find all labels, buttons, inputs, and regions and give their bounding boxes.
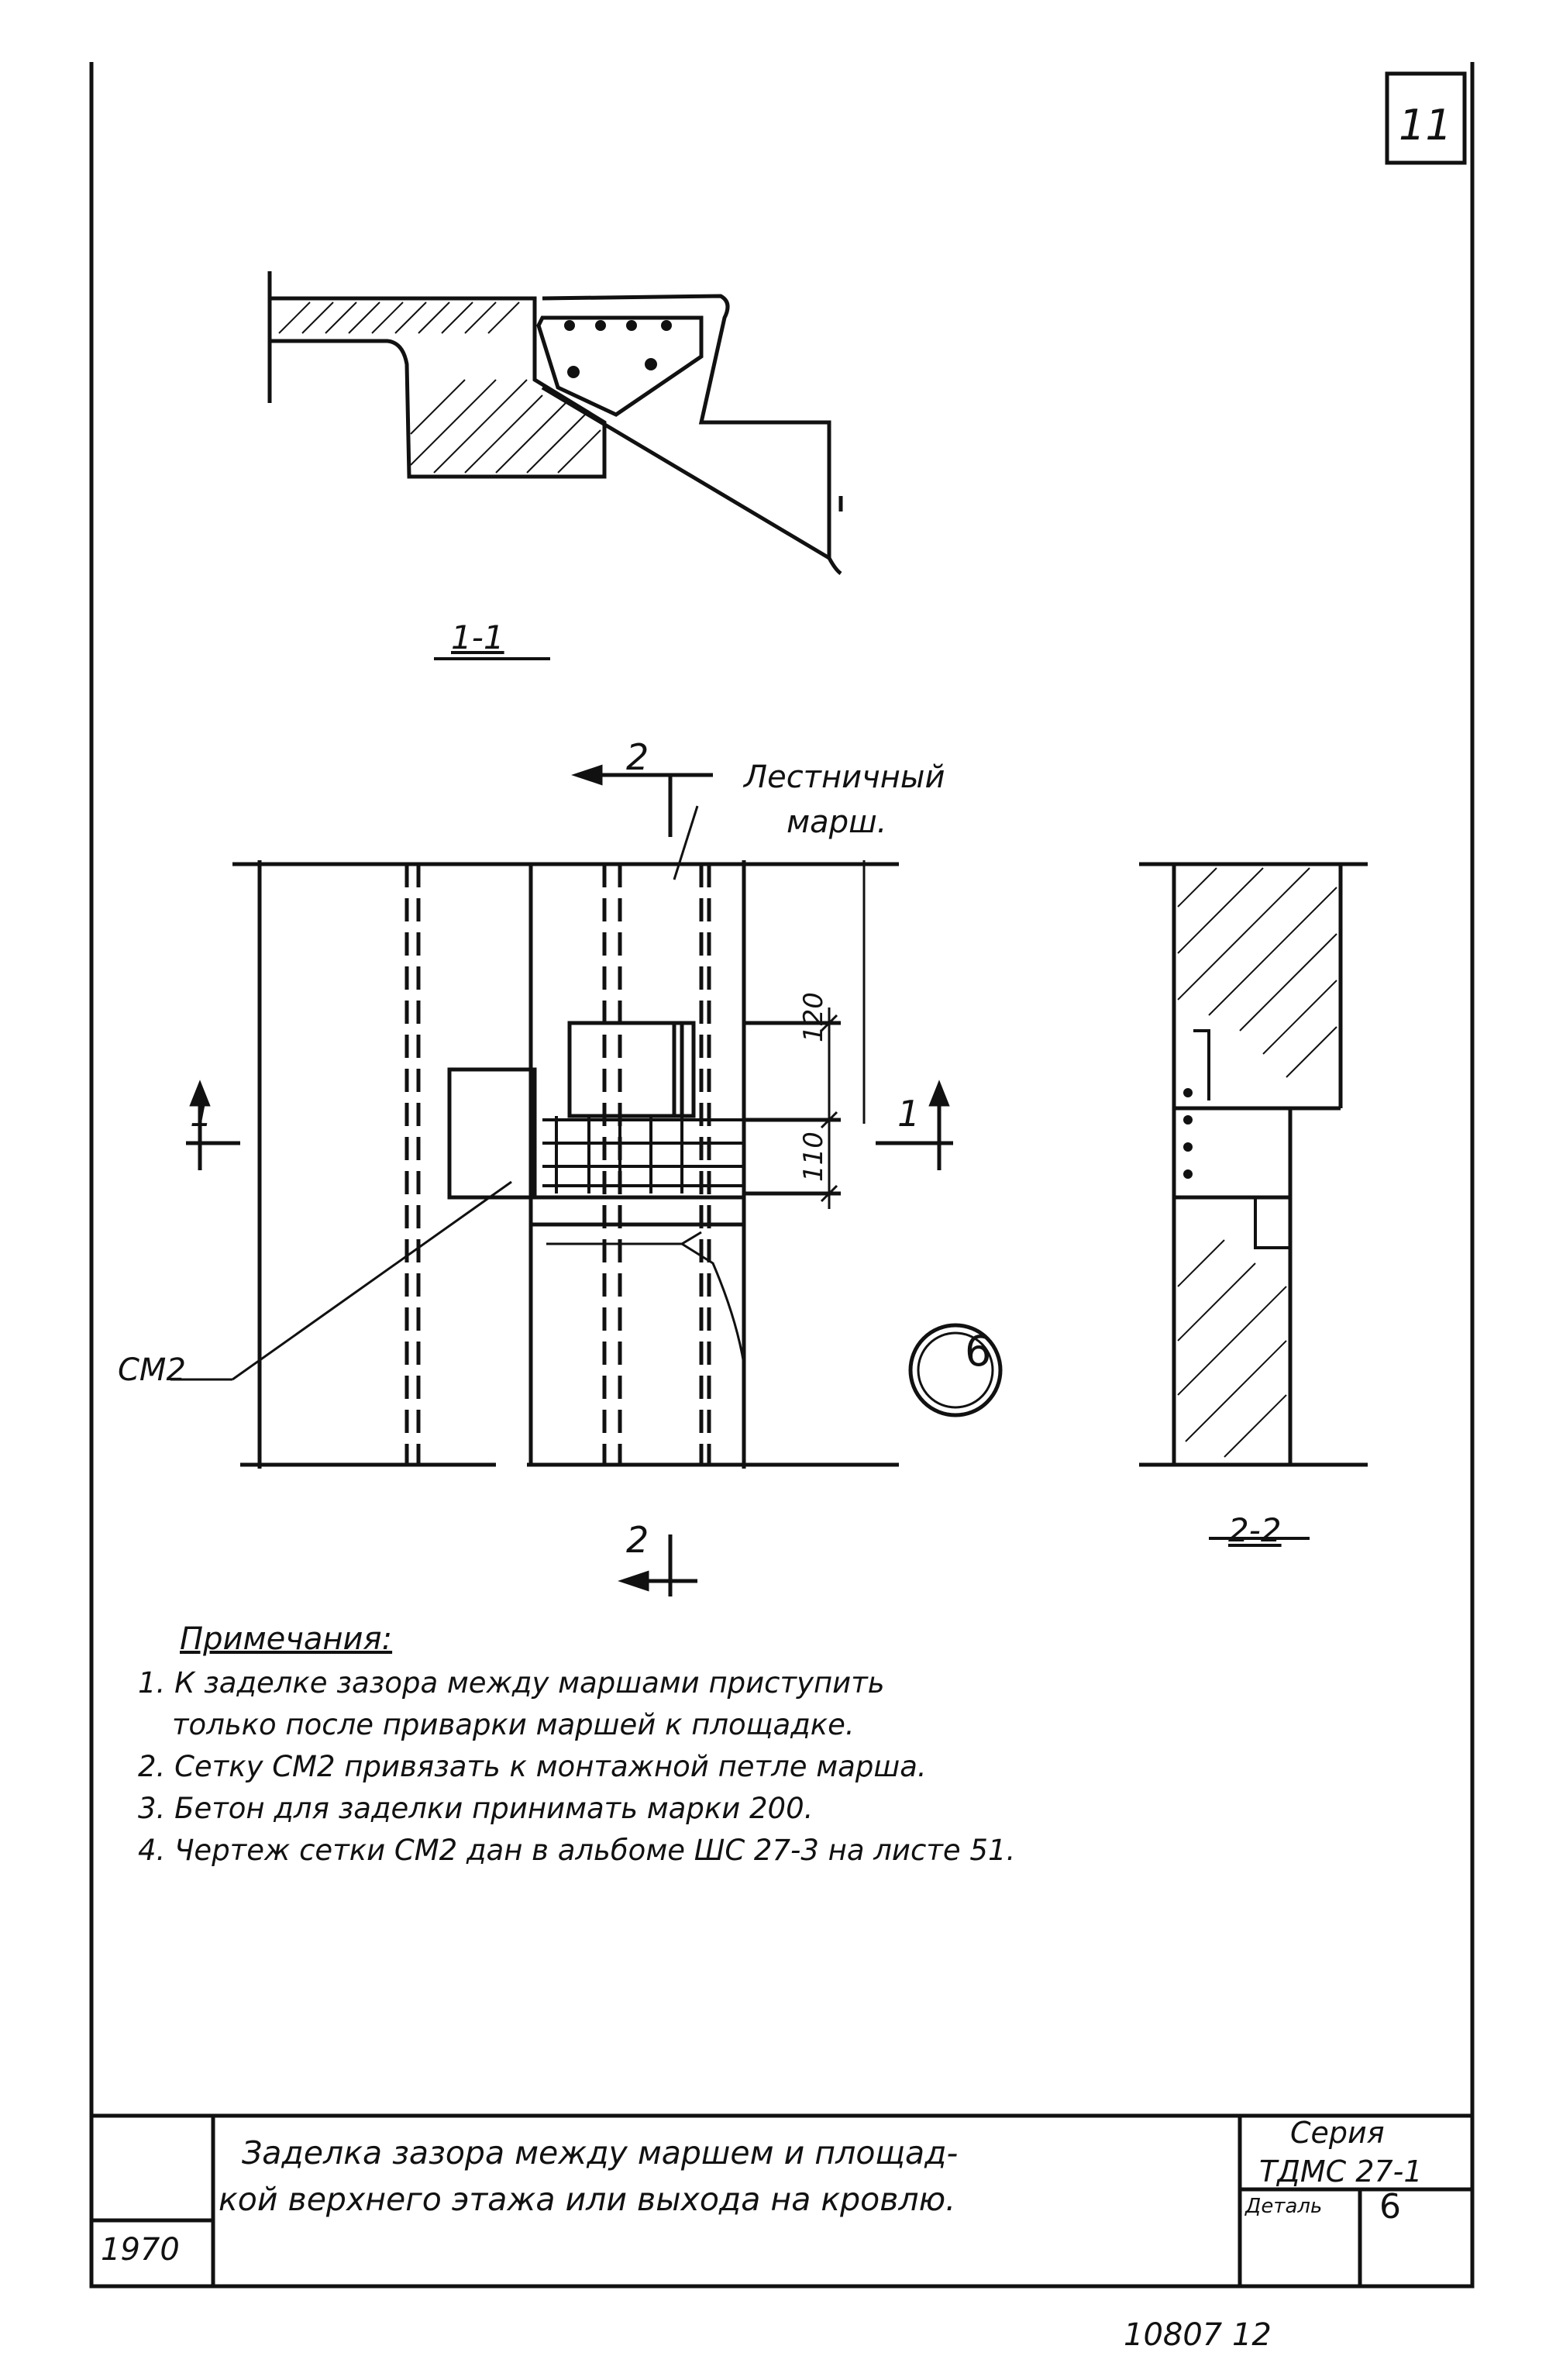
- year: 1970: [101, 2232, 180, 2268]
- series-value: ТДМС 27-1: [1259, 2154, 1423, 2189]
- series-label: Серия: [1290, 2116, 1385, 2150]
- cut-2-bottom-label: 2: [626, 1519, 649, 1561]
- stair-flight-label-line2: марш.: [787, 804, 887, 840]
- section-1-1-drawing: [267, 271, 843, 660]
- note-item: 4. Чертеж сетки СМ2 дан в альбоме ШС 27-…: [138, 1834, 1016, 1867]
- document-number: 10807 12: [1124, 2317, 1272, 2353]
- title-block: [91, 2113, 1472, 2286]
- sheet-number-box: [1385, 71, 1467, 165]
- dimension-110: 110: [798, 1131, 829, 1182]
- note-item: 1. К заделке зазора между маршами присту…: [138, 1666, 885, 1700]
- title-line-1: Заделка зазора между маршем и площад-: [242, 2134, 959, 2172]
- section-1-1-label: 1-1: [451, 618, 504, 656]
- detail-marker-circle: [908, 1323, 1003, 1417]
- notes-title: Примечания:: [180, 1621, 393, 1657]
- section-2-2-label: 2-2: [1228, 1511, 1282, 1549]
- detail-marker: 6: [965, 1327, 992, 1376]
- cut-1-right-label: 1: [897, 1093, 921, 1135]
- plan-view-drawing: [170, 764, 1003, 1596]
- cut-1-left-label: 1: [190, 1093, 213, 1135]
- note-item: 3. Бетон для заделки принимать марки 200…: [138, 1792, 814, 1825]
- sheet-number: 11: [1399, 101, 1452, 150]
- stair-flight-label-line1: Лестничный: [744, 759, 945, 795]
- note-item: только после приварки маршей к площадке.: [172, 1708, 855, 1741]
- dimension-120: 120: [798, 992, 829, 1042]
- detail-label: Деталь: [1245, 2195, 1323, 2218]
- title-line-2: кой верхнего этажа или выхода на кровлю.: [219, 2181, 956, 2218]
- note-item: 2. Сетку СМ2 привязать к монтажной петле…: [138, 1750, 927, 1783]
- detail-value: 6: [1379, 2187, 1401, 2227]
- sheet-frame: [89, 62, 1475, 2289]
- mesh-label: СМ2: [118, 1352, 186, 1388]
- cut-2-top-label: 2: [626, 736, 649, 778]
- section-2-2-drawing: [1139, 862, 1368, 1540]
